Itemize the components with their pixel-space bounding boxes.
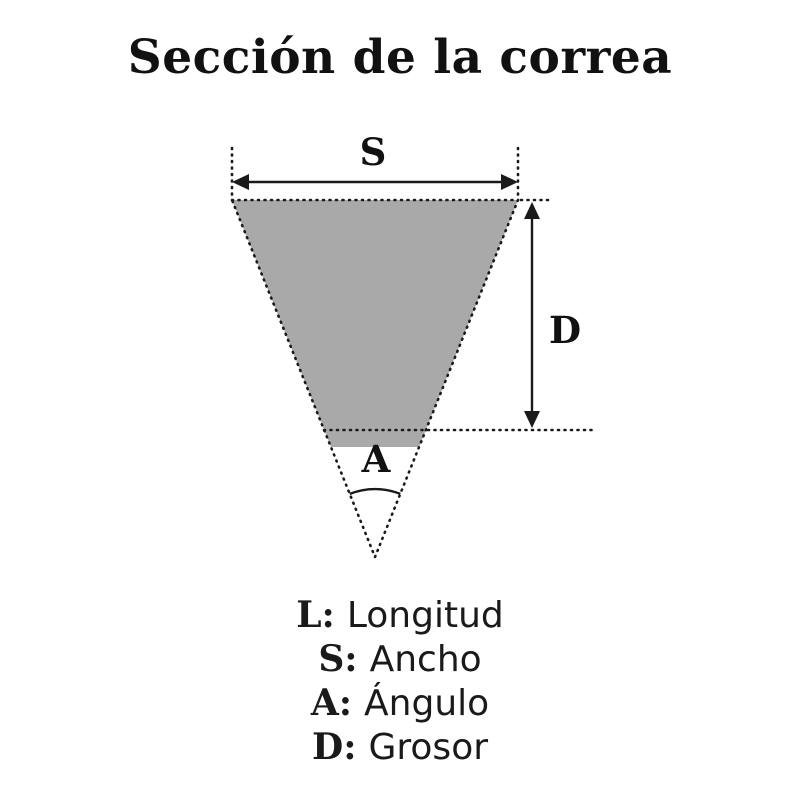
thickness-arrow xyxy=(524,202,540,428)
legend: L: Longitud S: Ancho A: Ángulo D: Grosor xyxy=(0,594,800,769)
legend-row-width: S: Ancho xyxy=(318,638,481,681)
page-title: Sección de la correa xyxy=(127,30,673,85)
width-arrowhead-right xyxy=(501,174,518,190)
legend-value: Longitud xyxy=(346,595,504,636)
legend-key: L: xyxy=(296,594,335,636)
legend-row-angle: A: Ángulo xyxy=(311,682,489,725)
belt-cross-section-shape xyxy=(232,200,518,447)
legend-value: Ángulo xyxy=(364,683,490,724)
legend-key: S: xyxy=(318,638,358,680)
legend-key: D: xyxy=(311,726,357,768)
legend-key: A: xyxy=(310,682,353,724)
belt-outline xyxy=(230,198,520,561)
thickness-arrowhead-top xyxy=(524,202,540,219)
legend-value: Grosor xyxy=(368,727,489,768)
width-arrowhead-left xyxy=(232,174,249,190)
thickness-arrowhead-bottom xyxy=(524,411,540,428)
legend-value: Ancho xyxy=(369,639,482,680)
legend-row-length: L: Longitud xyxy=(296,594,504,637)
legend-row-thickness: D: Grosor xyxy=(312,726,488,769)
width-arrow xyxy=(232,174,518,190)
angle-label: A xyxy=(361,437,392,481)
width-label: S xyxy=(360,130,387,174)
angle-arc xyxy=(349,487,401,496)
thickness-label: D xyxy=(549,308,581,352)
